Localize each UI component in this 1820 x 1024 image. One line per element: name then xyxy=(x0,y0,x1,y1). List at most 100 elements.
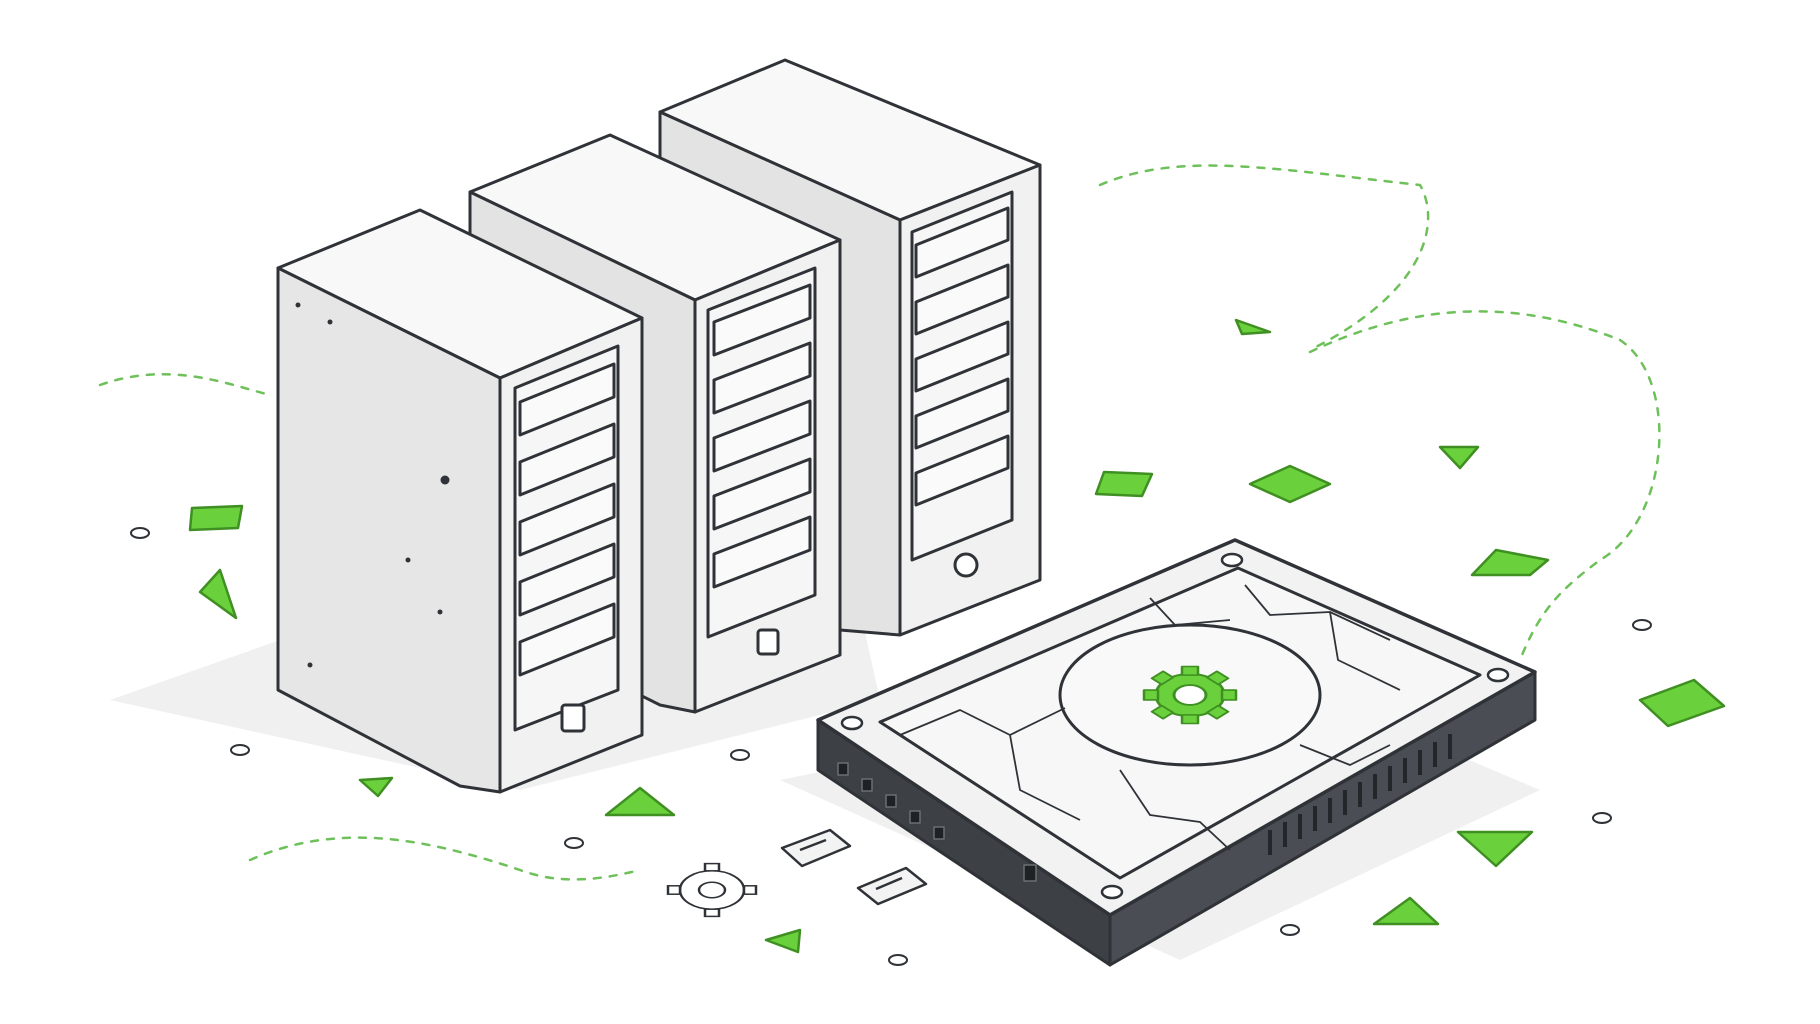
server-left-power-button xyxy=(560,703,586,733)
gear-teeth xyxy=(1142,665,1238,725)
drive-bay xyxy=(712,399,812,473)
screw xyxy=(840,715,864,731)
green-triangle xyxy=(1234,318,1272,336)
port xyxy=(933,826,945,840)
gear-outline-hole xyxy=(697,881,727,899)
dot xyxy=(295,302,301,308)
chip-icon xyxy=(780,828,852,868)
server-tower-left xyxy=(276,208,644,794)
chip-body xyxy=(780,828,852,868)
tooth xyxy=(1150,670,1175,686)
drive-bay xyxy=(518,602,616,677)
dot xyxy=(307,662,313,668)
server-middle-drive-bays xyxy=(712,283,812,589)
cracked-hard-drive xyxy=(816,538,1537,967)
crack xyxy=(899,707,1066,736)
green-triangle xyxy=(1372,896,1440,926)
drive-bay xyxy=(914,434,1010,507)
trail-right xyxy=(1308,310,1661,662)
chip-body xyxy=(856,866,928,906)
circle-dot xyxy=(130,527,150,539)
tooth xyxy=(1142,689,1160,701)
tooth xyxy=(1180,665,1200,676)
crack xyxy=(1009,734,1081,821)
drive-ports xyxy=(837,762,1037,882)
circle-dot xyxy=(730,749,750,761)
port xyxy=(837,762,849,776)
drive-bay xyxy=(914,377,1010,450)
drive-cracks xyxy=(899,584,1401,851)
tooth xyxy=(1220,689,1238,701)
green-triangle xyxy=(1438,445,1480,470)
dashed-trails xyxy=(98,164,1661,881)
gear-icon xyxy=(1142,665,1238,725)
drive-bay xyxy=(914,263,1010,336)
tooth xyxy=(666,885,682,895)
green-triangle xyxy=(604,786,676,817)
screw xyxy=(1100,884,1124,900)
green-shard xyxy=(1470,548,1550,577)
server-left-dots xyxy=(295,302,450,668)
green-shard xyxy=(1638,678,1726,728)
port xyxy=(885,794,897,808)
screw xyxy=(1486,667,1510,683)
drive-bay xyxy=(712,341,812,415)
circle-dot xyxy=(1632,619,1652,631)
green-triangle xyxy=(358,776,394,798)
circle-dot xyxy=(1592,812,1612,824)
circle-dot xyxy=(1280,924,1300,936)
drive-bay xyxy=(518,482,616,557)
green-debris xyxy=(188,318,1726,954)
circle-dot xyxy=(564,837,584,849)
server-middle-power-button xyxy=(756,628,780,656)
dot xyxy=(437,609,443,615)
green-triangle xyxy=(1456,830,1534,868)
drive-corner-screws xyxy=(840,552,1510,900)
small-circles xyxy=(130,527,1652,966)
green-shard xyxy=(1248,464,1332,504)
drive-bay xyxy=(712,457,812,531)
tooth xyxy=(703,862,721,872)
tooth xyxy=(703,908,721,918)
crack xyxy=(1244,584,1391,641)
crack xyxy=(1299,744,1391,766)
trail-left xyxy=(98,373,272,397)
port xyxy=(861,778,873,792)
screw xyxy=(1220,552,1244,568)
dot xyxy=(440,475,450,485)
tooth xyxy=(1205,670,1230,686)
crack xyxy=(1119,769,1231,851)
green-triangle xyxy=(198,568,238,620)
trail-bottom xyxy=(248,836,642,881)
drive-bay xyxy=(914,206,1010,279)
drive-bay xyxy=(712,283,812,357)
chip-icon xyxy=(856,866,928,906)
green-triangle xyxy=(764,928,802,954)
tooth xyxy=(1150,704,1175,720)
gear-hole xyxy=(1172,684,1208,706)
port xyxy=(1023,864,1037,882)
crack xyxy=(1149,597,1231,626)
drive-bay xyxy=(518,542,616,617)
chip-line xyxy=(799,838,827,852)
drive-bay xyxy=(518,422,616,497)
trail-top-right xyxy=(1098,164,1430,352)
drive-vents xyxy=(1268,734,1452,855)
green-shard xyxy=(188,504,244,532)
dot xyxy=(405,557,411,563)
drive-bay xyxy=(914,320,1010,393)
dot xyxy=(327,319,333,325)
circle-dot xyxy=(230,744,250,756)
tooth xyxy=(1180,714,1200,725)
drive-bay xyxy=(518,362,616,437)
gear-outline-icon xyxy=(666,862,758,918)
server-right-power-button xyxy=(953,552,979,578)
tooth xyxy=(1205,704,1230,720)
drive-bay xyxy=(712,515,812,589)
crack xyxy=(1329,611,1401,691)
server-right-drive-bays xyxy=(914,206,1010,507)
port xyxy=(909,810,921,824)
chip-line xyxy=(875,876,903,891)
server-left-drive-bays xyxy=(518,362,616,677)
